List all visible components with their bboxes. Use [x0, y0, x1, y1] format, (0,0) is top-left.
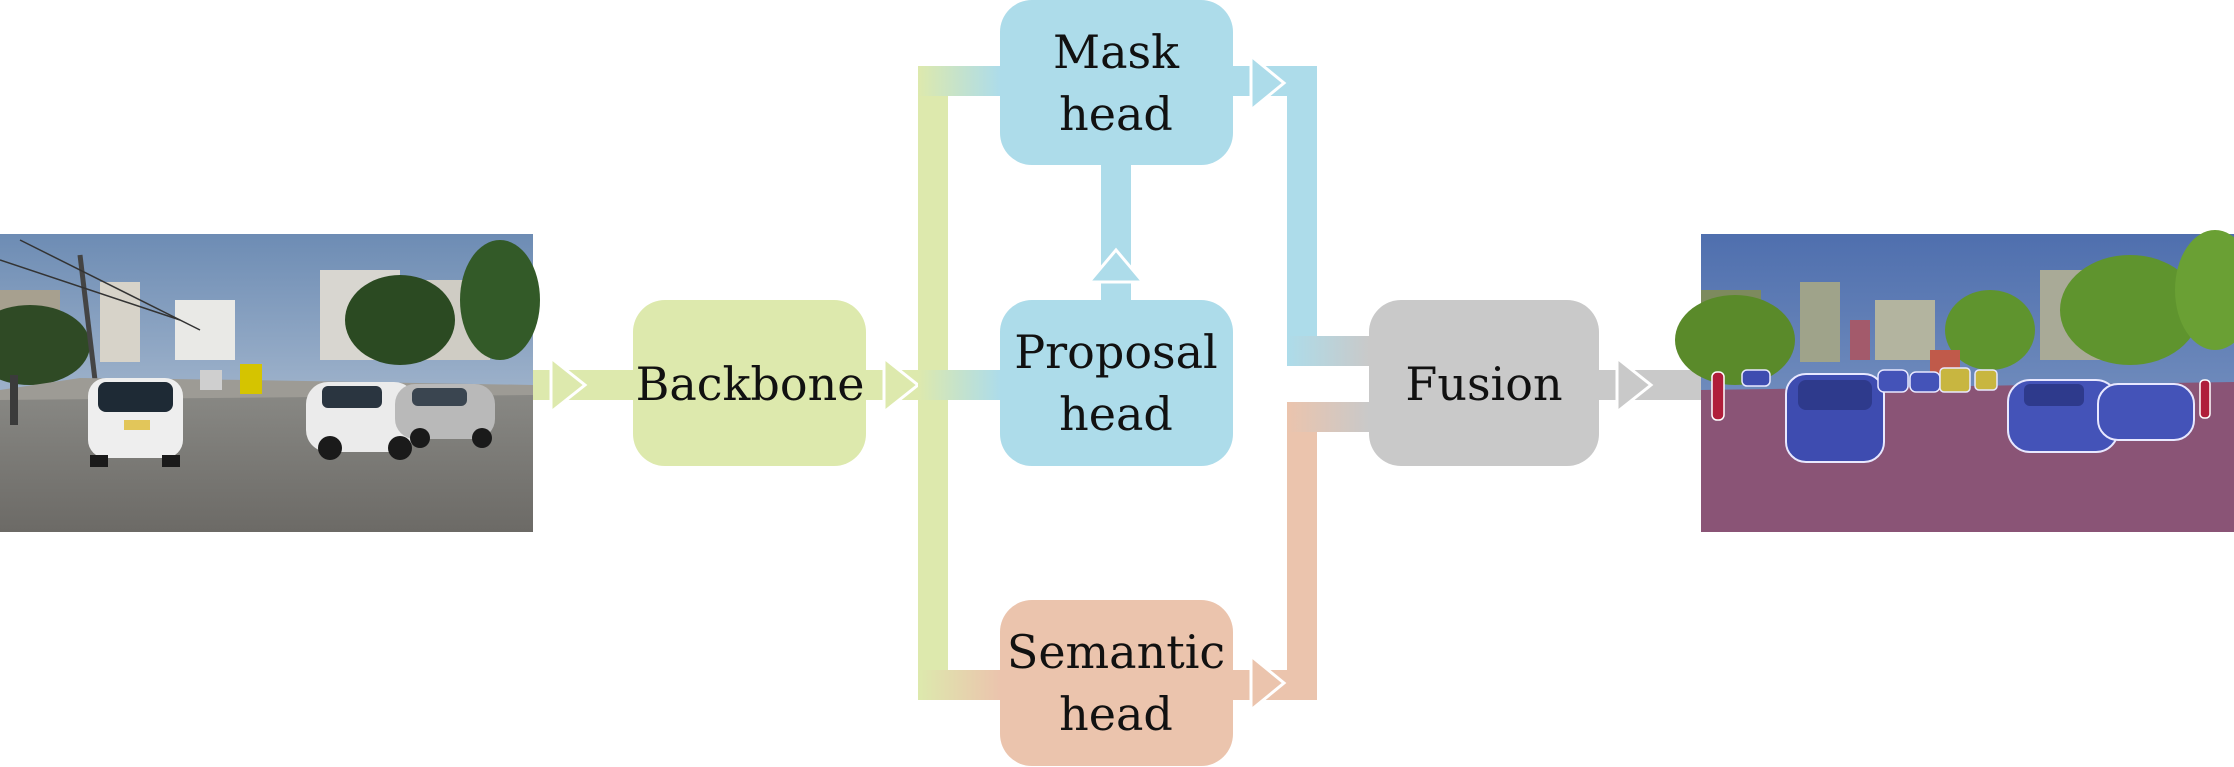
- backbone-box: Backbone: [633, 300, 866, 466]
- proposal-head-box: Proposal head: [1000, 300, 1233, 466]
- arrow-fusion-to-output: [1599, 354, 1701, 416]
- mask-head-label-line1: Mask: [1053, 25, 1180, 79]
- connector-to-mask-head: [918, 66, 1000, 96]
- semantic-head-box: Semantic head: [1000, 600, 1233, 766]
- mask-head-box: Mask head: [1000, 0, 1233, 165]
- segmented-car-left: [1785, 373, 1885, 463]
- connector-to-proposal-head: [918, 370, 1000, 400]
- segmented-car-far-right: [2097, 383, 2195, 441]
- fusion-box: Fusion: [1369, 300, 1599, 466]
- connector-to-semantic-head: [918, 670, 1000, 700]
- backbone-label: Backbone: [636, 357, 865, 411]
- semantic-head-label-line1: Semantic: [1007, 625, 1225, 679]
- fusion-label: Fusion: [1405, 357, 1562, 411]
- white-car-right: [306, 382, 416, 460]
- arrow-input-to-backbone: [533, 354, 633, 416]
- arrow-mask-to-fusion: [1233, 52, 1369, 366]
- proposal-head-label-line1: Proposal: [1014, 325, 1218, 379]
- arrow-semantic-to-fusion: [1233, 402, 1369, 714]
- silver-car: [395, 384, 495, 448]
- mask-head-label-line2: head: [1059, 87, 1173, 141]
- semantic-head-label-line2: head: [1059, 687, 1173, 741]
- arrow-backbone-to-branch: [866, 354, 921, 416]
- input-image: [0, 234, 540, 532]
- output-image: [1675, 230, 2234, 532]
- white-car-left: [88, 378, 183, 467]
- proposal-head-label-line2: head: [1059, 387, 1173, 441]
- arrow-proposal-to-mask: [1085, 165, 1147, 301]
